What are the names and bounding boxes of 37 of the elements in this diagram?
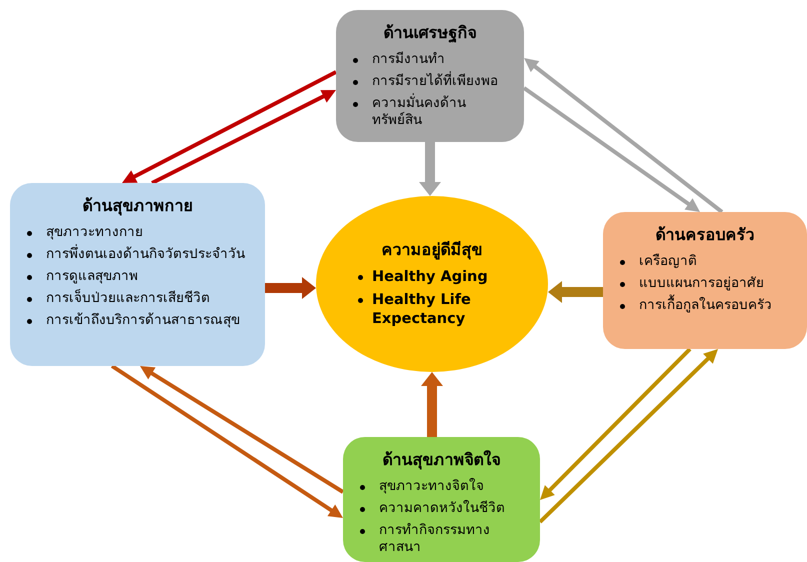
arrow [151, 90, 336, 185]
bullet-item: การดูแลสุขภาพ [46, 268, 138, 284]
arrow [265, 277, 316, 299]
bullet-item: แบบแผนการอยู่อาศัย [639, 274, 764, 291]
arrow [419, 142, 441, 196]
arrow [548, 281, 603, 303]
category-box [603, 212, 807, 349]
arrow [110, 364, 343, 518]
bullet-item: การพึ่งตนเองด้านกิจวัตรประจำวัน [46, 246, 245, 262]
bullet-item: การมีรายได้ที่เพียงพอ [372, 72, 498, 89]
bullet-item: สุขภาวะทางจิตใจ [379, 478, 484, 494]
bullet-item: Healthy Aging [372, 269, 488, 286]
arrow [540, 348, 692, 500]
box-heading: ความอยู่ดีมีสุข [382, 239, 482, 262]
arrow [524, 58, 724, 214]
bullet-item: การเข้าถึงบริการด้านสาธารณสุข [46, 312, 240, 328]
bullet-item: ความมั่นคงด้านทรัพย์สิน [372, 94, 466, 128]
arrow [140, 366, 344, 494]
bullet-item: เครือญาติ [639, 253, 697, 269]
bullet-item: ความคาดหวังในชีวิต [379, 500, 505, 516]
box-heading: ด้านครอบครัว [654, 224, 756, 246]
arrow [421, 372, 443, 437]
bullet-item: การมีงานทำ [372, 51, 445, 67]
category-box [10, 183, 265, 366]
bullet-item: สุขภาวะทางกาย [46, 224, 143, 240]
arrow [538, 349, 718, 524]
bullet-item: Healthy Life Expectancy [372, 292, 471, 327]
bullet-item: การเจ็บป่วยและการเสียชีวิต [46, 290, 210, 306]
category-box [336, 10, 524, 142]
bullet-item: การทำกิจกรรมทางศาสนา [379, 522, 490, 555]
arrow [122, 70, 337, 183]
arrow [522, 86, 700, 212]
box-heading: ด้านสุขภาพจิตใจ [382, 449, 502, 472]
box-heading: ด้านสุขภาพกาย [82, 195, 194, 218]
bullet-item: การเกื้อกูลในครอบครัว [639, 296, 772, 313]
category-box [343, 437, 540, 562]
box-heading: ด้านเศรษฐกิจ [382, 22, 478, 45]
